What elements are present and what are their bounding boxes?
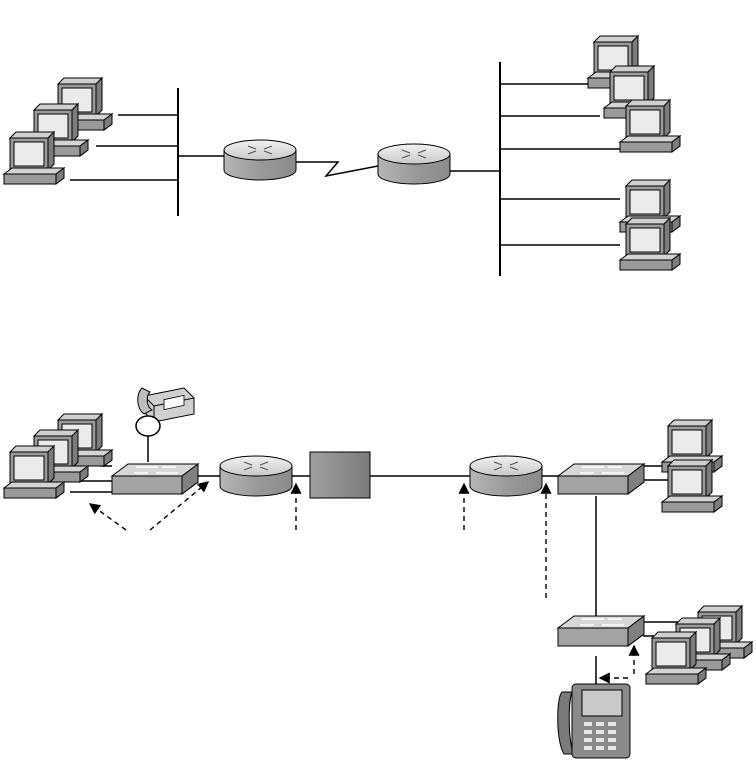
top-router-left xyxy=(224,140,296,180)
bottom-network xyxy=(4,388,752,758)
bottom-router-left xyxy=(220,456,292,496)
top-router-right xyxy=(378,144,450,184)
telephone-icon xyxy=(136,388,194,436)
switch-right xyxy=(558,464,644,494)
annotation-arrows xyxy=(90,482,634,678)
computer-icon xyxy=(620,100,680,152)
top-pc-group-left xyxy=(4,78,112,184)
wan-device xyxy=(310,452,370,498)
ip-phone-icon xyxy=(558,684,630,758)
bottom-router-right xyxy=(470,456,542,496)
serial-link xyxy=(296,162,378,176)
dashed-arrow xyxy=(90,504,126,530)
bottom-pc-group-bottom xyxy=(646,606,752,684)
top-pc-group-right-upper xyxy=(588,36,680,152)
bottom-pc-group-left xyxy=(4,414,112,498)
top-pc-group-right-lower xyxy=(620,180,680,270)
switch-left xyxy=(112,464,198,494)
top-network xyxy=(4,36,680,276)
switch-bottom xyxy=(558,616,644,646)
bottom-pc-group-right xyxy=(662,420,722,512)
